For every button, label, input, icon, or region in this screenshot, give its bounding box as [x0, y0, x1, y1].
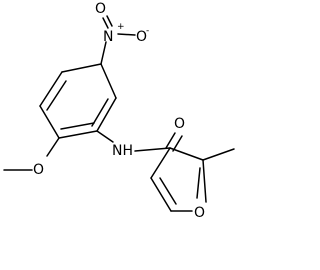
furan-ring: O: [150, 147, 235, 221]
bond: [100, 63, 117, 99]
amide-linkage: NH O: [96, 116, 185, 159]
bond: [46, 137, 60, 157]
bond: [117, 33, 136, 36]
nitro-nitrogen-label: N: [103, 29, 113, 45]
methoxy-group: O: [3, 137, 60, 178]
bond: [159, 177, 177, 205]
bond: [202, 148, 235, 161]
bond: [169, 147, 204, 161]
bond: [102, 17, 109, 29]
bond: [58, 130, 98, 139]
bond: [60, 122, 95, 130]
bond: [134, 147, 171, 152]
benzene-ring: [39, 63, 117, 139]
bond: [196, 167, 201, 199]
nitro-oxygen-top-label: O: [95, 1, 106, 17]
nitro-oxygen-right-label: O: [136, 29, 147, 45]
bond: [100, 41, 107, 65]
bond: [39, 71, 63, 107]
bond: [165, 132, 176, 149]
bond: [106, 15, 113, 27]
nitro-nitrogen-charge-label: +: [117, 22, 125, 32]
nitro-oxygen-charge-label: -: [146, 26, 149, 36]
nitro-group: N + O O -: [95, 1, 149, 65]
bond: [96, 97, 117, 132]
furan-oxygen-label: O: [194, 205, 205, 221]
bond: [202, 159, 207, 203]
bond: [172, 135, 183, 152]
bond: [46, 80, 67, 111]
bond: [91, 98, 109, 127]
bond: [39, 105, 60, 139]
methoxy-oxygen-label: O: [33, 162, 44, 178]
molecule-structure-diagram: N + O O - O NH O O: [3, 1, 235, 221]
bond: [61, 63, 102, 73]
bond: [96, 130, 114, 143]
bond: [150, 147, 171, 179]
bond: [150, 177, 172, 212]
carbonyl-oxygen-label: O: [174, 116, 185, 132]
amide-nitrogen-label: NH: [112, 143, 133, 159]
